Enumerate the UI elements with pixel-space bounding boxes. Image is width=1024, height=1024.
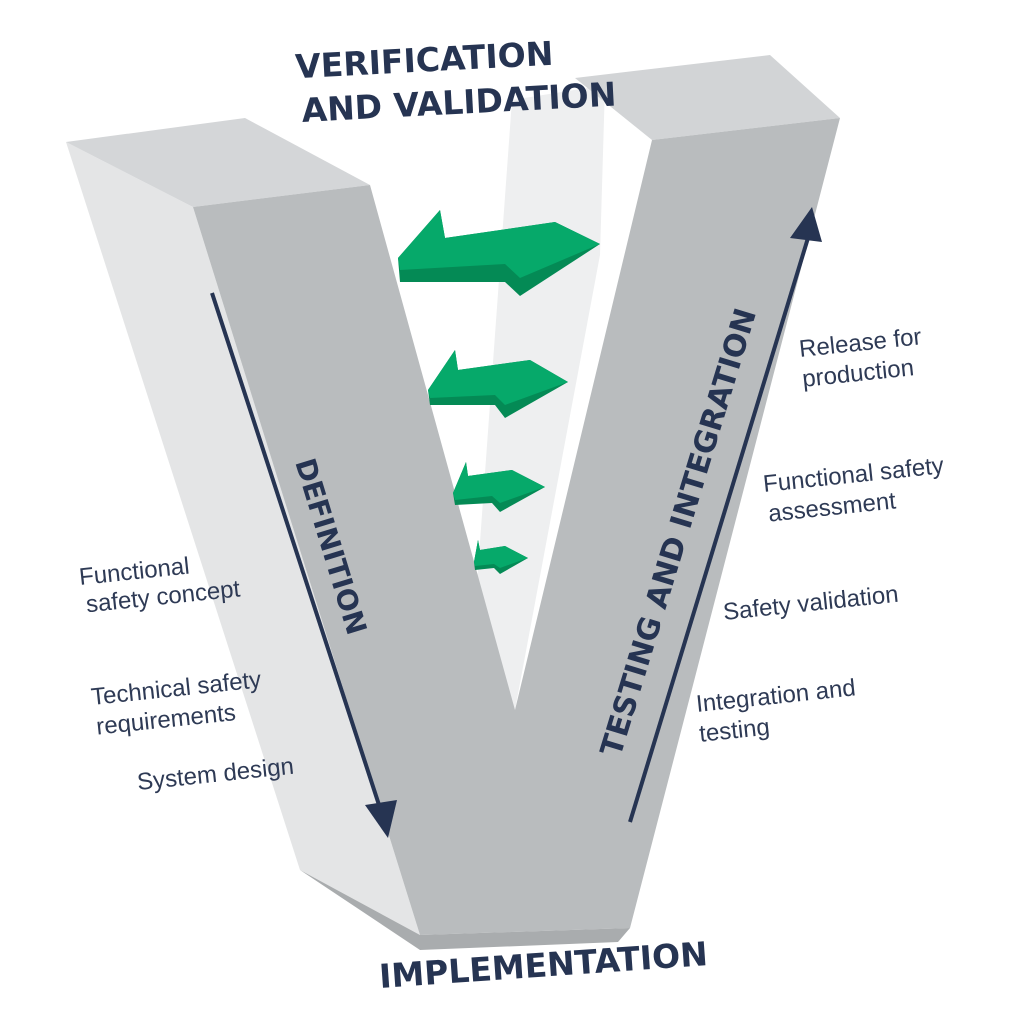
v-shape: [66, 55, 840, 950]
step-label-line: Safety validation: [722, 581, 900, 626]
v-left-side-face: [66, 142, 420, 935]
step-technical-safety-requirements: Technical safety requirements: [90, 666, 263, 740]
step-label-line: Integration and: [695, 674, 857, 718]
step-safety-validation: Safety validation: [722, 581, 900, 626]
step-label-line: testing: [698, 714, 771, 748]
feedback-arrow: [453, 462, 545, 512]
feedback-arrow: [428, 350, 568, 418]
top-heading: VERIFICATION AND VALIDATION: [294, 34, 617, 130]
testing-arrow: [628, 207, 822, 823]
definition-arrow: [210, 292, 397, 838]
top-heading-line-1: VERIFICATION: [294, 34, 554, 86]
feedback-arrows: [398, 210, 600, 574]
v-front-face: [193, 118, 840, 935]
step-functional-safety-assessment: Functional safety assessment: [762, 452, 945, 527]
v-left-top-face: [66, 118, 370, 207]
step-release-for-production: Release for production: [798, 323, 923, 393]
step-label-line: System design: [136, 753, 295, 796]
feedback-arrow: [398, 210, 600, 296]
step-integration-and-testing: Integration and testing: [695, 674, 857, 748]
step-system-design: System design: [136, 753, 295, 796]
v-bottom-edge: [300, 870, 630, 950]
v-right-top-face: [575, 55, 840, 140]
feedback-arrow: [474, 540, 528, 574]
